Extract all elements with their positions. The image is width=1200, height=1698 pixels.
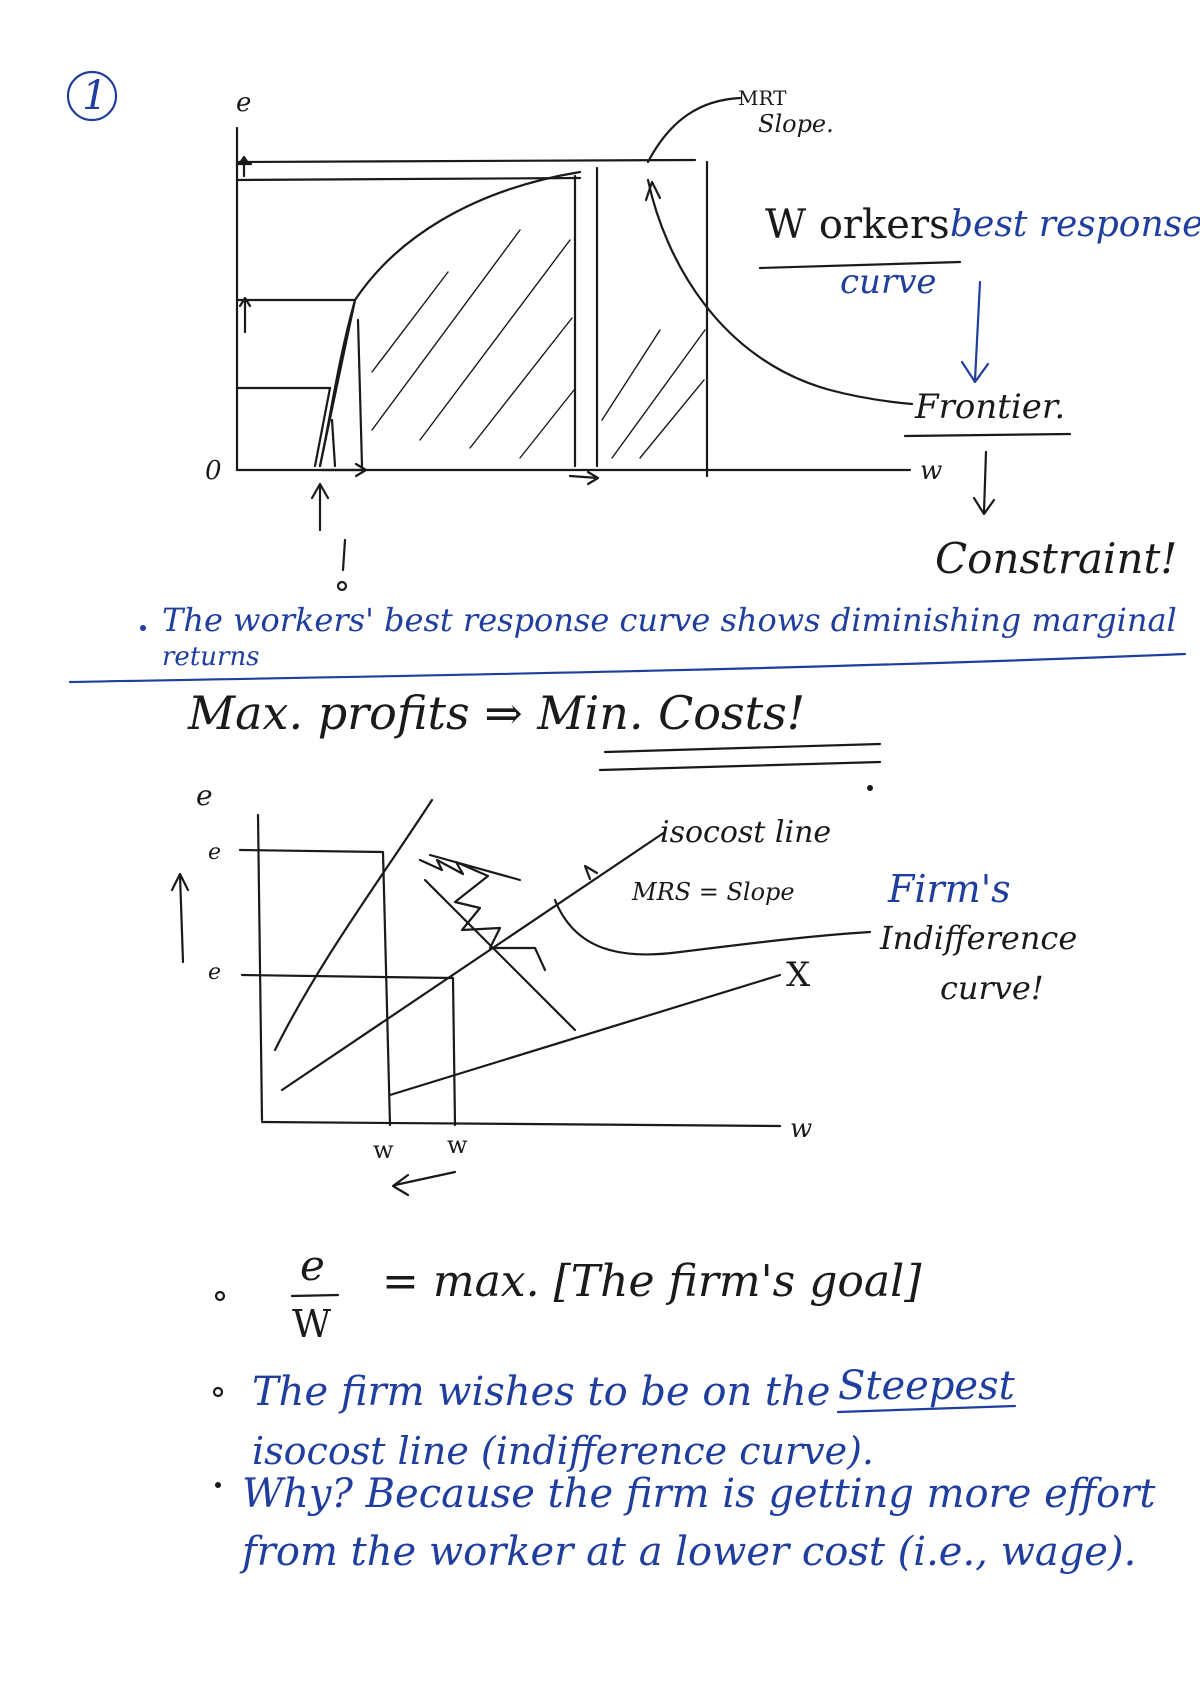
why-line2: from the worker at a lower cost (i.e., w… [242,1529,1137,1575]
section-circle [66,70,118,122]
goal-denominator: W [292,1302,332,1346]
diagram1-top-line-2 [235,176,582,182]
bullet-dot-2 [214,1290,226,1302]
diagram2-mrs-arrow [583,864,599,881]
diagram2-flat-line [388,973,782,1097]
headline-underline [598,742,882,772]
isocost-label: isocost line [660,815,832,850]
why-line1: Why? Because the firm is getting more ef… [242,1471,1156,1517]
diagram2-w-right-label: w [447,1131,468,1159]
diagram1-x-arrows [320,462,600,486]
diagram2-diagonal [423,878,577,1032]
diagram2-e-lower-label: e [208,960,222,985]
constraint-label: Constraint! [935,534,1178,583]
note-underline [758,260,962,270]
diagram2-zigzag [418,853,547,972]
mrt-label: MRT [738,86,787,110]
section-number: 1 [82,73,108,119]
goal-numerator: e [300,1241,325,1290]
diagram1-steep-line [313,298,357,468]
indifference-curve-label: curve! [940,969,1044,1007]
constraint-arrow [972,450,996,516]
diagram1-hatching [371,229,706,459]
diagram2-w-left-label: w [373,1136,394,1164]
bullet-dot-4 [215,1482,221,1488]
diagram1-origin-label: 0 [205,456,222,486]
diagram1-top-line [235,158,697,164]
diagram1-tick [341,538,347,572]
diagram2-w-arrow [391,1170,457,1197]
diagram1-best-response-curve [318,170,582,468]
diagram1-axis-x-label: w [920,456,943,486]
diagram1-small-verticals [330,318,364,468]
workers-label: W orkers [765,202,950,248]
steepest-underline [836,1404,1017,1414]
steepest-line1: The firm wishes to be on the [252,1369,831,1415]
diagram2-upper-rect [238,848,392,1127]
curve-label: curve [840,262,937,302]
diagram2-e-upper-label: e [208,840,222,865]
goal-text: = max. [The firm's goal] [382,1256,922,1307]
diagram2-indifference-curve [553,898,872,956]
firms-label: Firm's [888,867,1011,911]
note-arrow-down [960,280,990,384]
frontier-label: Frontier. [915,387,1066,427]
diagram1-axis-y-label: e [236,88,252,118]
bullet-dot-1 [140,625,146,631]
bullet-diminishing-line2: returns [162,642,260,672]
diagram1-verticals [573,160,709,478]
steepest-word: Steepest [838,1363,1015,1409]
steepest-line2: isocost line (indifference curve). [252,1429,874,1473]
section-divider [68,652,1187,684]
diagram2-axes [256,813,782,1128]
indifference-label: Indifference [880,919,1078,957]
diagram1-up-arrow [310,482,330,532]
diagram1-rect-left [235,298,357,390]
x-mark: X [786,955,811,995]
bullet-dot-3 [212,1386,224,1398]
best-response-label: best response [950,204,1200,245]
diagram2-isocost-line [280,830,667,1092]
mrs-slope-label: MRS = Slope [632,878,795,906]
diagram1-small-circle [336,580,348,592]
diagram2-steep-isocost [273,798,434,1052]
diagram2-axis-x-label: w [790,1114,813,1144]
diagram2-up-arrow [170,872,190,964]
fraction-bar [290,1293,340,1298]
frontier-underline [903,432,1072,438]
headline-dot [867,785,873,791]
headline: Max. profits ⇒ Min. Costs! [188,686,806,740]
diagram1-mrt-pointer [646,96,742,164]
diagram1-left-arrow [238,296,252,334]
diagram1-frontier-arrow [644,180,662,202]
bullet-diminishing-line1: The workers' best response curve shows d… [162,601,1177,639]
diagram1-y-arrow [235,155,253,178]
slope-label: Slope. [758,110,834,138]
diagram1-frontier-curve [646,178,914,406]
diagram2-axis-y-label: e [196,779,213,812]
